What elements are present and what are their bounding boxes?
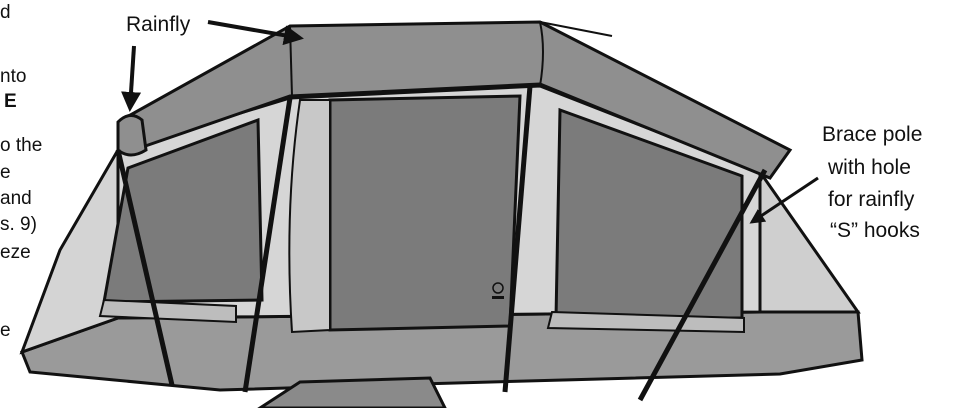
left-side-wall — [22, 150, 118, 352]
door — [330, 96, 520, 330]
brace-pole-label-line: for rainfly — [828, 187, 914, 212]
door-flap — [289, 100, 330, 332]
rainfly-roll-left — [118, 115, 146, 155]
rainfly-down-arrow — [130, 46, 134, 108]
brace-pole-label-line: with hole — [828, 155, 911, 180]
brand-logo-tag — [492, 296, 504, 299]
brace-pole-label-line: “S” hooks — [830, 218, 920, 243]
brace-pole-label-line: Brace pole — [822, 122, 922, 147]
rainfly-label: Rainfly — [126, 12, 190, 37]
